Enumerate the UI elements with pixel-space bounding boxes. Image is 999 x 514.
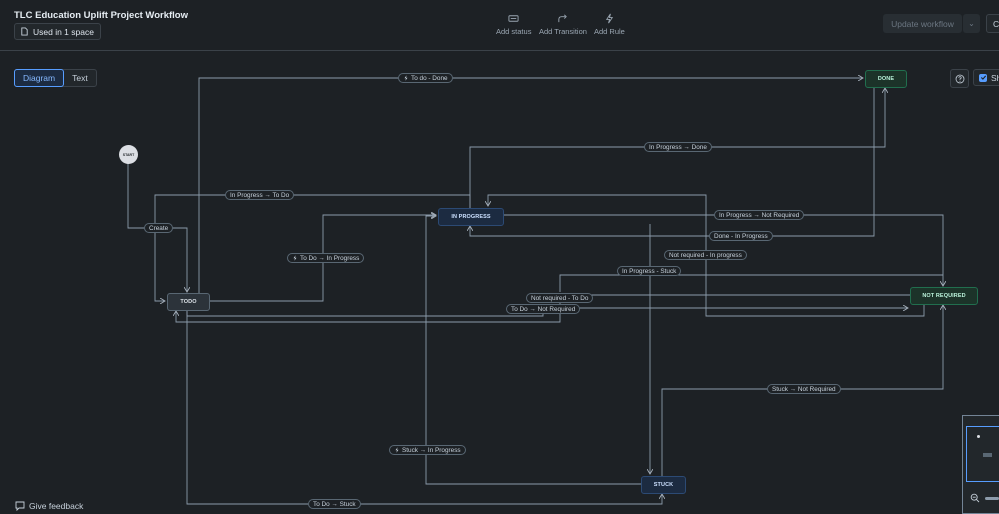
status-icon [508,15,519,22]
give-feedback-link[interactable]: Give feedback [15,501,83,511]
transition-notrequired-inprogress[interactable]: Not required - In progress [664,250,747,260]
status-done[interactable]: DONE [865,70,907,88]
transition-label: Create [149,224,169,232]
view-toggle: Diagram Text [14,69,97,87]
status-stuck[interactable]: STUCK [641,476,686,494]
transition-label: Not required - In progress [669,251,742,259]
transition-todo-notrequired[interactable]: To Do → Not Required [506,304,581,314]
chevron-down-icon: ⌄ [968,19,975,28]
transition-todo-done[interactable]: To do - Done [398,73,453,83]
transition-label: Stuck → In Progress [402,446,461,454]
minimap-start-node [977,435,980,438]
transition-stuck-notrequired[interactable]: Stuck → Not Required [767,384,841,394]
transition-inprogress-todo[interactable]: In Progress → To Do [225,190,295,200]
help-button[interactable] [950,69,969,88]
lightning-icon [395,447,399,453]
feedback-icon [15,501,25,511]
update-workflow-button[interactable]: Update workflow [883,14,962,33]
transition-inprogress-done[interactable]: In Progress → Done [644,142,712,152]
lightning-icon [404,75,408,81]
header-bar: TLC Education Uplift Project Workflow Us… [0,0,999,51]
feedback-label: Give feedback [29,501,84,511]
start-node[interactable]: START [119,145,138,164]
transition-inprogress-notrequired[interactable]: In Progress → Not Required [714,210,805,220]
status-todo[interactable]: TODO [167,293,210,311]
status-in-progress[interactable]: IN PROGRESS [438,208,504,226]
add-transition-label: Add Transition [539,27,587,36]
transition-todo-inprogress[interactable]: To Do → In Progress [287,253,365,263]
workflow-title: TLC Education Uplift Project Workflow [14,10,188,21]
transition-inprogress-stuck[interactable]: In Progress - Stuck [617,266,682,276]
update-options-button[interactable]: ⌄ [963,14,980,33]
diagram-tab[interactable]: Diagram [14,69,65,87]
transition-stuck-inprogress[interactable]: Stuck → In Progress [389,445,466,455]
usage-badge[interactable]: Used in 1 space [14,23,101,40]
checkbox-checked-icon [979,73,987,82]
status-not-required[interactable]: NOT REQUIRED [910,287,978,305]
text-tab[interactable]: Text [72,73,88,83]
zoom-out-icon[interactable] [970,493,980,503]
transition-label: In Progress → To Do [230,191,290,199]
close-button[interactable]: C [986,14,999,33]
transition-label: To Do → In Progress [300,254,360,262]
show-labels-checkbox[interactable]: Sh [973,69,999,86]
usage-badge-label: Used in 1 space [33,26,94,37]
add-rule-label: Add Rule [594,27,625,36]
lightning-icon [293,255,297,261]
transition-label: In Progress - Stuck [622,267,677,275]
document-icon [21,27,28,36]
show-labels-label: Sh [991,72,999,83]
lightning-icon [605,13,614,24]
transition-label: To Do → Not Required [511,305,576,313]
transition-label: To Do → Stuck [313,500,356,508]
transition-label: Not required - To Do [531,294,589,302]
add-status-button[interactable]: Add status [496,13,531,36]
question-icon [955,74,964,83]
add-transition-button[interactable]: Add Transition [539,13,587,36]
transition-label: In Progress → Not Required [719,211,800,219]
transition-icon [558,14,568,23]
minimap-viewport[interactable] [966,426,999,482]
transition-create[interactable]: Create [144,223,174,233]
minimap-status-node [983,453,992,457]
transition-label: Done - In Progress [714,232,768,240]
add-status-label: Add status [496,27,532,36]
transition-label: In Progress → Done [649,143,707,151]
transition-todo-stuck[interactable]: To Do → Stuck [308,499,361,509]
zoom-slider[interactable] [985,497,999,500]
transition-label: To do - Done [411,74,448,82]
transition-notrequired-todo[interactable]: Not required - To Do [526,293,594,303]
transition-done-inprogress[interactable]: Done - In Progress [709,231,773,241]
add-rule-button[interactable]: Add Rule [594,13,625,36]
transition-label: Stuck → Not Required [772,385,836,393]
